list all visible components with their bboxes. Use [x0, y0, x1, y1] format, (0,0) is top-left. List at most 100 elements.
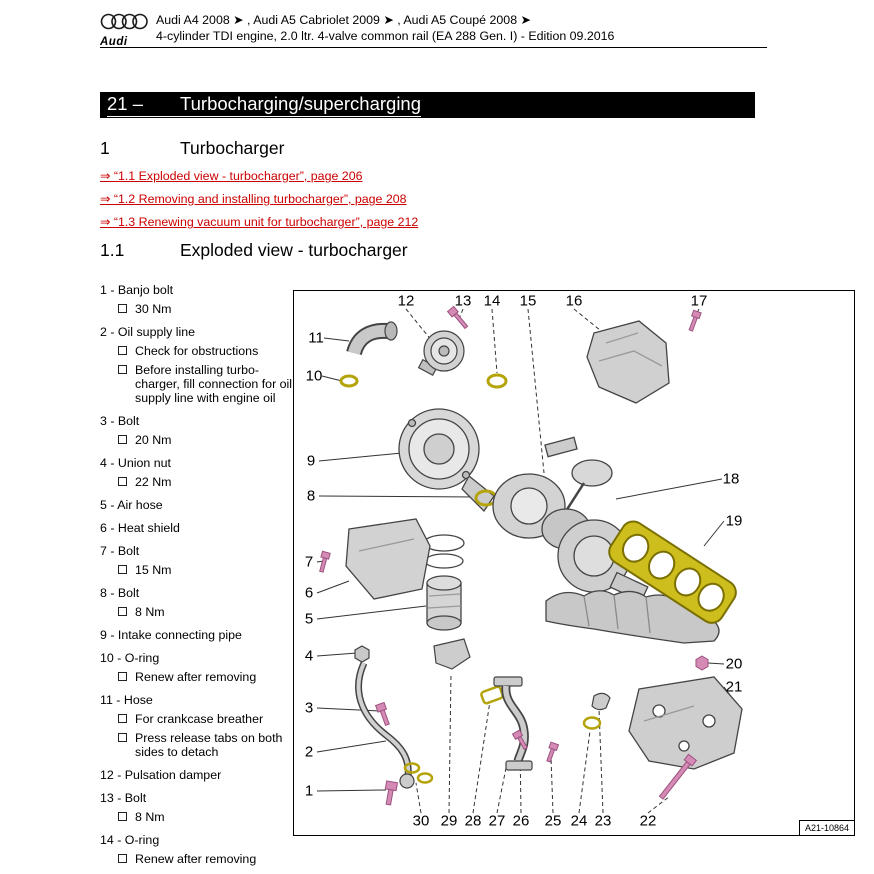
part-23-elbow	[591, 692, 611, 711]
checkbox-icon	[118, 733, 127, 742]
part-3-bolt	[374, 701, 390, 726]
exploded-view-illustration	[316, 305, 743, 814]
section-heading: 1 Turbocharger	[100, 138, 284, 159]
part-12-pulsation-damper	[417, 330, 465, 376]
part-item: 6 - Heat shield	[100, 521, 293, 535]
part-note: 30 Nm	[100, 302, 293, 316]
part-label: 8 - Bolt	[100, 586, 140, 600]
audi-rings-icon	[100, 13, 148, 30]
diagram-callout-30: 30	[412, 812, 430, 830]
diagram-callout-7: 7	[304, 553, 314, 571]
part-label: 6 - Heat shield	[100, 521, 180, 535]
audi-wordmark: Audi	[100, 36, 128, 48]
part-13-bolt	[446, 305, 469, 330]
checkbox-icon	[118, 346, 127, 355]
leader-lines-solid	[316, 337, 743, 792]
part-11-hose	[346, 321, 398, 356]
diagram-callout-10: 10	[305, 367, 323, 385]
part-9-intake-connecting-pipe	[398, 408, 495, 569]
part-label: 5 - Air hose	[100, 498, 163, 512]
part-30-o-rings	[403, 762, 434, 784]
diagram-callout-21: 21	[725, 678, 743, 696]
part-5-air-hose	[426, 575, 462, 631]
part-note-text: For crankcase breather	[135, 712, 264, 726]
diagram-callout-22: 22	[639, 812, 657, 830]
part-label: 7 - Bolt	[100, 544, 140, 558]
diagram-callout-26: 26	[512, 812, 530, 830]
part-item: 8 - Bolt 8 Nm	[100, 586, 293, 619]
part-note: Press release tabs on both sides to deta…	[100, 731, 293, 759]
section-title: Turbocharger	[180, 138, 285, 158]
part-item: 12 - Pulsation damper	[100, 768, 293, 782]
header-divider	[100, 47, 767, 48]
link-removing-installing[interactable]: ⇒ “1.2 Removing and installing turbochar…	[100, 192, 407, 206]
part-note-text: Renew after removing	[135, 670, 257, 684]
part-21-bracket	[628, 676, 743, 770]
diagram-callout-20: 20	[725, 655, 743, 673]
link-renewing-vacuum-unit[interactable]: ⇒ “1.3 Renewing vacuum unit for turbocha…	[100, 215, 419, 229]
checkbox-icon	[118, 812, 127, 821]
diagram-callout-23: 23	[594, 812, 612, 830]
part-24-o-ring	[582, 716, 602, 730]
diagram-callout-19: 19	[725, 512, 743, 530]
reference-links: ⇒ “1.1 Exploded view - turbocharger”, pa…	[100, 168, 418, 237]
part-label: 11 - Hose	[100, 693, 153, 707]
diagram-callout-28: 28	[464, 812, 482, 830]
part-note-text: Check for obstructions	[135, 344, 259, 358]
chapter-number: 21 –	[107, 93, 144, 114]
diagram-callout-11: 11	[308, 329, 324, 347]
part-note: For crankcase breather	[100, 712, 293, 726]
part-2-oil-supply-line	[355, 661, 415, 789]
section-number: 1	[100, 138, 110, 158]
diagram-callout-1: 1	[304, 782, 314, 800]
part-note: 22 Nm	[100, 475, 293, 489]
part-17-bolt	[688, 309, 702, 332]
part-22-bolt	[658, 753, 698, 800]
part-label: 4 - Union nut	[100, 456, 171, 470]
part-note: 20 Nm	[100, 433, 293, 447]
link-exploded-view[interactable]: ⇒ “1.1 Exploded view - turbocharger”, pa…	[100, 169, 363, 183]
part-label: 12 - Pulsation damper	[100, 768, 222, 782]
part-25-bolt	[546, 741, 560, 763]
diagram-callout-5: 5	[304, 610, 314, 628]
part-28-gasket	[480, 685, 504, 705]
part-note: 15 Nm	[100, 563, 293, 577]
checkbox-icon	[118, 477, 127, 486]
part-label: 2 - Oil supply line	[100, 325, 196, 339]
diagram-callout-9: 9	[306, 452, 316, 470]
part-note-text: 8 Nm	[135, 605, 165, 619]
part-note: Check for obstructions	[100, 344, 293, 358]
diagram-callout-24: 24	[570, 812, 588, 830]
part-7-bolt	[319, 550, 331, 573]
diagram-callout-29: 29	[440, 812, 458, 830]
checkbox-icon	[118, 607, 127, 616]
diagram-callout-13: 13	[454, 292, 472, 310]
audi-logo: Audi	[100, 13, 148, 48]
part-note-text: 15 Nm	[135, 563, 172, 577]
part-27-oil-return-pipe	[493, 676, 533, 771]
part-note-text: Renew after removing	[135, 852, 257, 866]
diagram-callout-3: 3	[304, 699, 314, 717]
part-item: 4 - Union nut 22 Nm	[100, 456, 293, 489]
header-engine-line: 4-cylinder TDI engine, 2.0 ltr. 4-valve …	[156, 28, 615, 43]
part-6-heat-shield	[345, 518, 431, 600]
diagram-callout-16: 16	[565, 292, 583, 310]
checkbox-icon	[118, 565, 127, 574]
header-models-line: Audi A4 2008 ➤ , Audi A5 Cabriolet 2009 …	[156, 13, 531, 27]
diagram-callout-17: 17	[690, 292, 708, 310]
part-note-text: 22 Nm	[135, 475, 172, 489]
part-note: 8 Nm	[100, 605, 293, 619]
diagram-callout-18: 18	[722, 470, 740, 488]
diagram-callout-2: 2	[304, 743, 314, 761]
diagram-callout-25: 25	[544, 812, 562, 830]
part-note: Renew after removing	[100, 852, 293, 866]
checkbox-icon	[118, 365, 127, 374]
part-note: Before installing turbo­charger, fill co…	[100, 363, 293, 405]
part-label: 13 - Bolt	[100, 791, 147, 805]
